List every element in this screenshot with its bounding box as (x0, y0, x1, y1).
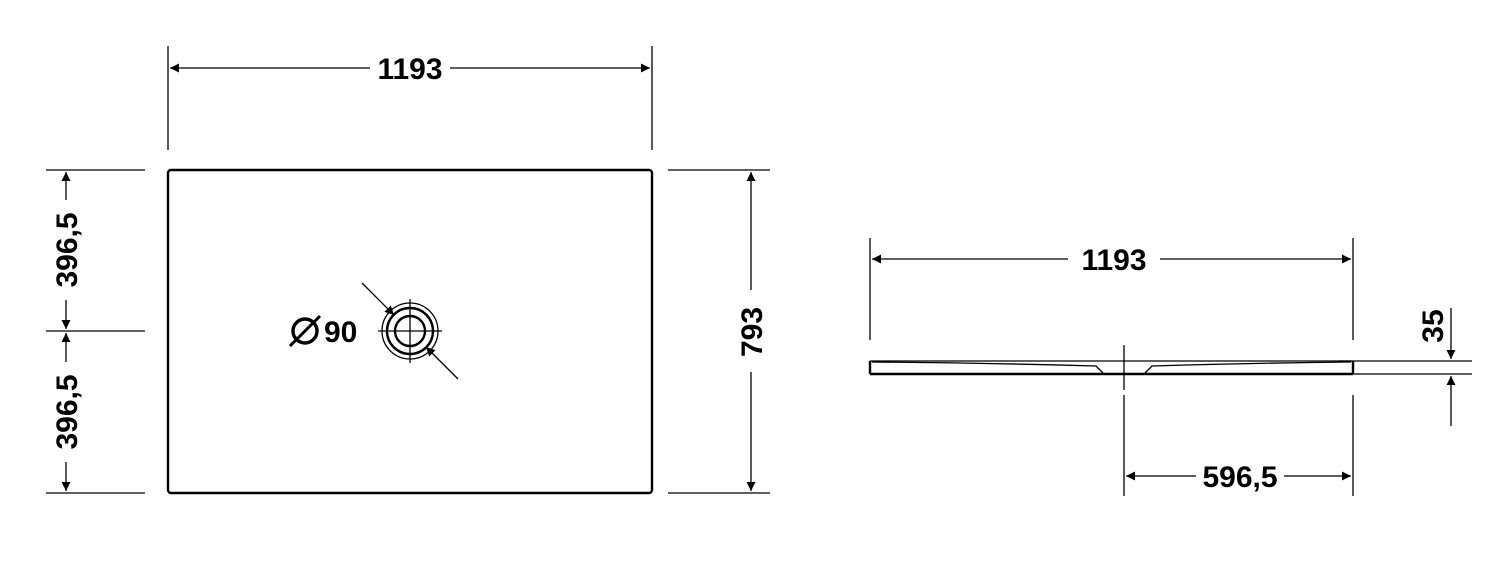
side-width-label: 1193 (1081, 244, 1146, 277)
top-view: 1193 396,5 396,5 793 (46, 46, 770, 495)
tray-profile (868, 360, 1355, 376)
diameter-icon (288, 314, 322, 348)
lower-half-label: 396,5 (51, 374, 84, 449)
drain-offset-label: 596,5 (1202, 461, 1277, 494)
drain-diameter-label: 90 (324, 316, 357, 349)
side-view: 1193 596,5 35 (868, 238, 1472, 496)
height-dimension-label: 793 (736, 307, 769, 357)
drain (361, 282, 459, 380)
upper-half-label: 396,5 (51, 212, 84, 287)
width-dimension-label: 1193 (377, 53, 442, 86)
drain-leader-upper (361, 282, 395, 316)
drain-leader-lower (425, 346, 459, 380)
tray-outline (166, 168, 654, 495)
thickness-label: 35 (1417, 309, 1450, 342)
